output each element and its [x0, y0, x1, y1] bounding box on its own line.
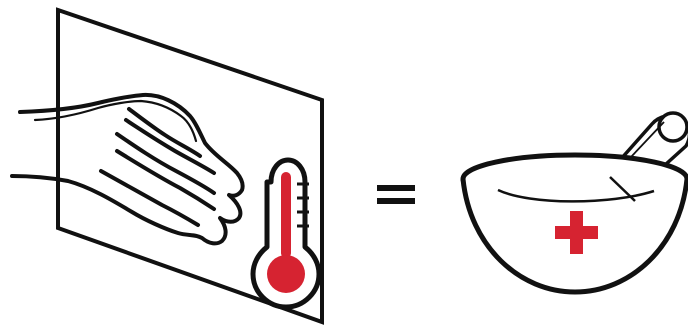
equals-icon	[377, 185, 415, 204]
mortar-and-pestle-icon	[463, 113, 688, 292]
